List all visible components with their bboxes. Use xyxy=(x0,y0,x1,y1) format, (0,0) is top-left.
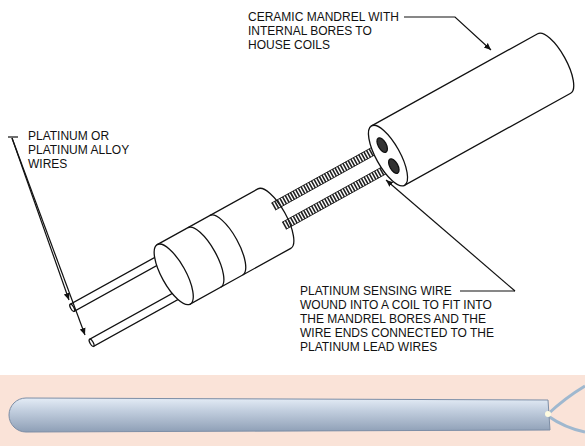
photo-wire xyxy=(548,416,585,432)
leader-line xyxy=(404,17,491,50)
leader-line xyxy=(460,290,515,291)
photo-probe xyxy=(9,398,550,432)
photo-highlight xyxy=(545,411,551,417)
callout-label: PLATINUM OR PLATINUM ALLOY WIRES xyxy=(28,129,143,171)
leader-line xyxy=(8,136,18,137)
callout-label: CERAMIC MANDREL WITH INTERNAL BORES TO H… xyxy=(248,10,408,52)
leader-line xyxy=(386,180,515,291)
photo-background xyxy=(0,375,585,446)
photo-wire xyxy=(548,386,585,414)
callout-label: PLATINUM SENSING WIRE WOUND INTO A COIL … xyxy=(300,284,500,354)
probe-drawing xyxy=(64,28,581,356)
